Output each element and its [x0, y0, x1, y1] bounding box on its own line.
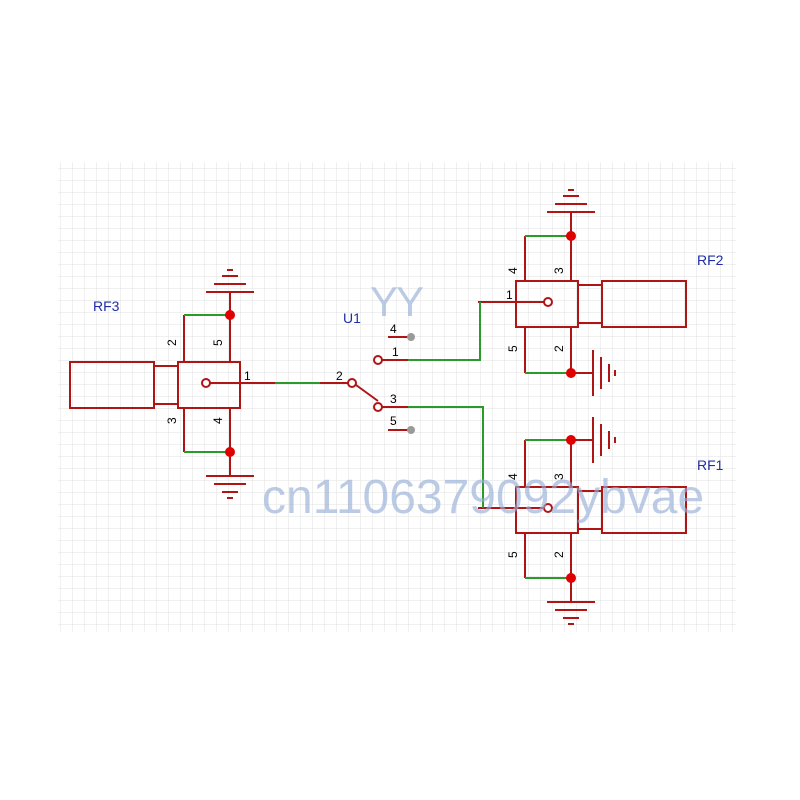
rf3-label: RF3 [93, 298, 120, 314]
rf3-pin-1: 1 [244, 369, 251, 383]
rf2-pin-1: 1 [506, 288, 513, 302]
u1-pin5-terminal [407, 426, 415, 434]
rf3-pin-3: 3 [165, 417, 179, 424]
net-u1-to-rf2 [408, 302, 481, 361]
u1-pin-2: 2 [336, 369, 343, 383]
rf1-pin-5: 5 [506, 551, 520, 558]
rf1-pin-2: 2 [552, 551, 566, 558]
rf1-pin-4: 4 [506, 473, 520, 480]
rf2-pin-4: 4 [506, 267, 520, 274]
grid-background [58, 162, 736, 632]
rf3-wires [184, 314, 230, 453]
rf2-component [478, 189, 687, 396]
rf2-pin-2: 2 [552, 345, 566, 352]
nets [275, 302, 484, 508]
u1-pin-5: 5 [390, 414, 397, 428]
rf2-pin-5: 5 [506, 345, 520, 352]
rf2-junction-bottom [566, 368, 576, 378]
net-u1-to-rf1 [408, 406, 484, 508]
u1-pin4-terminal [407, 333, 415, 341]
watermark-small: YY [370, 278, 424, 325]
rf3-component [69, 269, 275, 499]
u1-label: U1 [343, 310, 361, 326]
watermark-large: cn1106379092ybvae [262, 471, 705, 524]
rf3-pin-4: 4 [211, 417, 225, 424]
rf1-component [478, 417, 687, 625]
u1-switch [320, 336, 410, 431]
rf2-junction-top [566, 231, 576, 241]
u1-pin-4: 4 [390, 322, 397, 336]
rf3-junction-bottom [225, 447, 235, 457]
u1-pin-1: 1 [392, 345, 399, 359]
rf2-wires [525, 235, 571, 374]
rf2-pin-3: 3 [552, 267, 566, 274]
rf1-wires [525, 439, 571, 579]
rf1-label: RF1 [697, 457, 724, 473]
u1-pin-3: 3 [390, 392, 397, 406]
rf3-pin-5: 5 [211, 339, 225, 346]
rf1-junction-top [566, 435, 576, 445]
rf2-label: RF2 [697, 252, 724, 268]
rf1-pin-3: 3 [552, 473, 566, 480]
rf3-pin-2: 2 [165, 339, 179, 346]
rf3-junction-top [225, 310, 235, 320]
rf1-junction-bottom [566, 573, 576, 583]
